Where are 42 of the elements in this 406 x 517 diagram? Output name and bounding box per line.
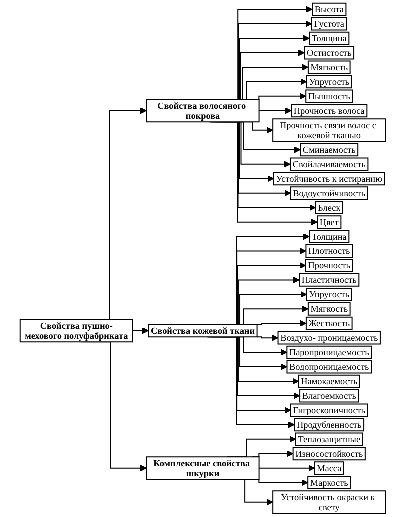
node-box: Плотность [306, 244, 354, 258]
node-box: Масса [314, 462, 344, 476]
node-box: Пышность [306, 90, 354, 104]
node-box: Пластичность [299, 274, 360, 287]
node-box: Паропроницаемость [286, 346, 372, 360]
node-box: Упругость [306, 75, 352, 89]
node-box: Влагоемкость [300, 389, 360, 403]
node-box: Остистость [304, 46, 355, 60]
node-box: Сминаемость [300, 143, 359, 157]
node-box: Толщина [309, 230, 350, 244]
node-box: Водоустойчивость [290, 186, 368, 200]
node-box: Толщина [309, 32, 350, 46]
arrow [258, 465, 316, 472]
node-box: Теплозащитные [295, 432, 364, 446]
arrow [256, 320, 307, 327]
node-box: Водопроницаемость [286, 360, 372, 374]
node-box: Износостойкость [292, 447, 366, 461]
node-box: Воздухо- проницаемость [278, 331, 381, 345]
node-box: Блеск [315, 201, 344, 215]
node-box: Прочность связи волос с кожевой тканью [272, 118, 386, 142]
node-box: Устойчивость окраски к свету [272, 490, 386, 514]
node-box: Мягкость [308, 60, 351, 74]
node-box: Свойства волосяного покрова [146, 99, 260, 123]
node-box: Комплексные свойства шкурки [146, 456, 260, 480]
node-box: Гигроскопичность [290, 404, 368, 418]
node-box: Устойчивость к истиранию [273, 172, 386, 186]
arrow [256, 334, 279, 342]
node-box: Цвет [317, 216, 342, 230]
node-box: Прочность волоса [291, 104, 368, 118]
node-box: Упругость [306, 288, 352, 302]
node-box: Мягкость [308, 302, 351, 316]
node-box: Маркость [308, 476, 352, 490]
arrow [258, 108, 292, 114]
node-box: Свойства кожевой ткани [148, 324, 258, 338]
node-box: Жесткость [306, 316, 353, 330]
node-box: Прочность [305, 259, 354, 272]
node-box: Свойлачиваемость [290, 158, 369, 172]
node-box: Намокаемость [298, 374, 360, 388]
node-box: Высота [312, 2, 347, 16]
node-box: Продубленность [294, 418, 365, 432]
arrow [132, 328, 150, 334]
node-box: Густота [311, 17, 348, 31]
